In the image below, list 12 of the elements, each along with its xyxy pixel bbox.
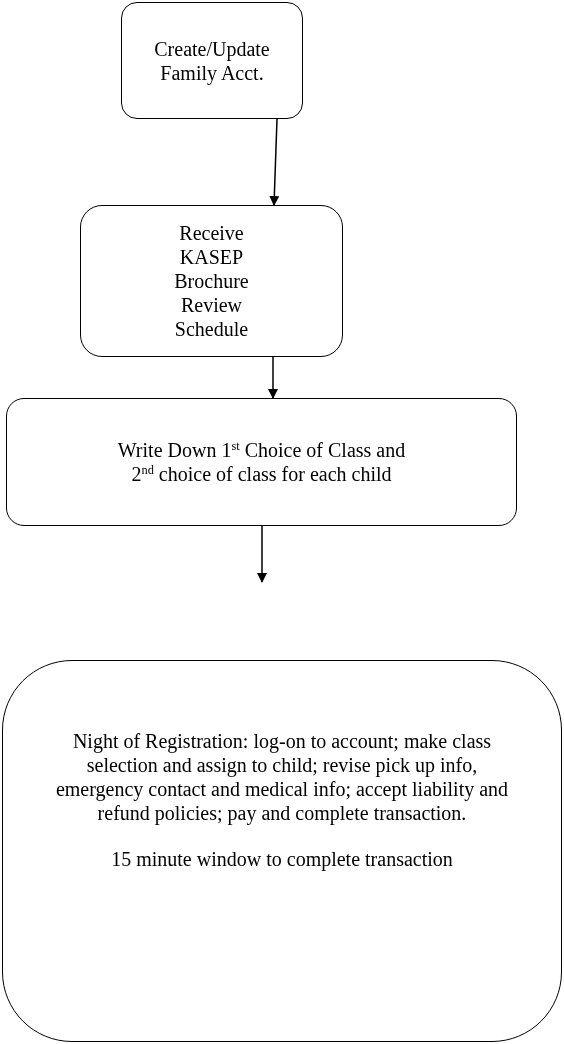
arrow xyxy=(257,525,267,583)
arrow xyxy=(269,118,280,206)
box-text: Create/Update Family Acct. xyxy=(153,36,271,85)
process-box xyxy=(2,660,562,1042)
box-text: 15 minute window to complete transaction xyxy=(111,847,453,871)
arrow xyxy=(268,356,278,399)
box-text: Receive KASEP Brochure Review Schedule xyxy=(173,221,250,341)
process-box xyxy=(80,205,343,357)
box-text: Night of Registration: log-on to account; make class selection and assign to child; revise pick up info, emergency contact and medical info; accept liability and refund policies; pay and complete transaction. xyxy=(54,729,510,825)
process-box xyxy=(6,398,517,526)
box-text: Write Down 1$^{st}$ Choice of Class and 2$^{nd}$ choice of class for each child xyxy=(117,438,406,486)
process-box xyxy=(121,2,303,119)
